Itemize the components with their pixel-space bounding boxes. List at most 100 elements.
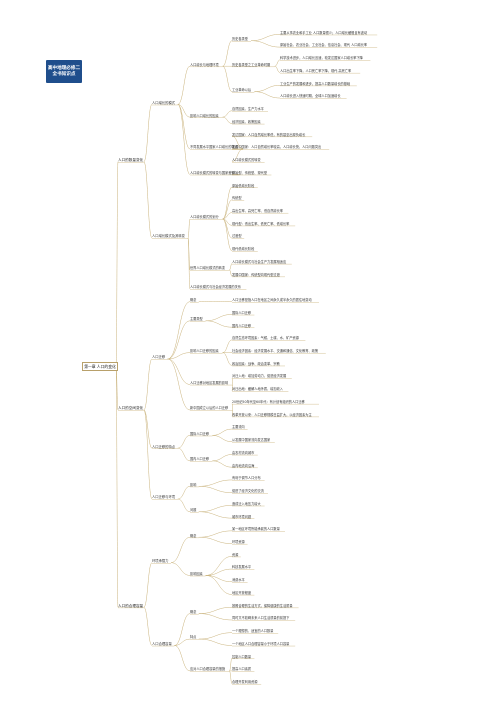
detail-node[interactable]: 概念 <box>190 533 197 538</box>
detail-node[interactable]: 概念 <box>190 610 197 614</box>
section-node[interactable]: 人口的空间变化 <box>118 406 144 411</box>
detail-node[interactable]: 经济因素、政策因素 <box>232 119 261 124</box>
detail-node[interactable]: 应对人口合理容量的措施 <box>190 667 226 672</box>
connector-line <box>177 498 191 513</box>
detail-node[interactable]: 城市环境问题 <box>232 514 252 519</box>
detail-node[interactable]: 合理开发利用资源 <box>232 680 258 685</box>
detail-node[interactable]: 原始型、传统型、现代型 <box>232 170 268 175</box>
connector-line <box>115 161 119 366</box>
detail-node[interactable]: 影响因素 <box>190 571 203 576</box>
detail-node[interactable]: 发达国家：人口自然增长率低，有的甚至出现负增长 <box>232 132 306 137</box>
detail-node[interactable]: 人口增长进入快速时期，全球人口加速增长 <box>280 94 341 99</box>
detail-node[interactable]: 传统型 <box>232 196 242 201</box>
detail-node[interactable]: 人口增长模式与社会生产力发展相适应 <box>232 259 287 264</box>
detail-node[interactable]: 发展中国家：传统型向现代型过渡 <box>232 272 280 277</box>
detail-node[interactable]: 政治因素：战争、政治变革、宗教 <box>232 361 280 366</box>
topic-node[interactable]: 人口迁移的特点 <box>152 444 176 449</box>
detail-node[interactable]: 社会经济因素：经济发展水平、交通和通信、文化教育、政策 <box>232 349 319 354</box>
detail-node[interactable]: 工业革命以后 <box>232 88 252 93</box>
detail-node[interactable]: 过渡型 <box>232 234 242 239</box>
detail-node[interactable]: 国际人口迁移 <box>190 431 210 436</box>
detail-node[interactable]: 从发展中国家流向发达国家 <box>232 438 271 443</box>
detail-node[interactable]: 人口增长与地理环境 <box>190 62 219 67</box>
detail-node[interactable]: 人口迁移是指人口在地区之间永久或半永久的居住地变动 <box>232 298 312 303</box>
detail-node[interactable]: 对迁入地：增加劳动力，促进经济发展 <box>232 374 287 379</box>
detail-node[interactable]: 工业生产的发展和进步，提高人口数量增长的基础 <box>280 81 351 86</box>
topic-node[interactable]: 人口迁移与环境 <box>152 495 176 500</box>
detail-node[interactable]: 国内人口迁移 <box>190 457 210 462</box>
detail-node[interactable]: 人口增长模式的划分 <box>190 215 219 220</box>
detail-node[interactable]: 人口增长模式的转变与国家差别 <box>190 170 235 175</box>
detail-node[interactable]: 同时又不妨碍未来人口生活质量的前提下 <box>232 616 290 621</box>
detail-node[interactable]: 造成迁入地压力增大 <box>232 501 261 506</box>
topic-node[interactable]: 人口合理容量 <box>152 641 172 646</box>
detail-node[interactable]: 主要从事农业和手工业 人口数量很少；人口增长缓慢且有波动 <box>280 30 368 35</box>
connector-line <box>222 218 233 252</box>
detail-node[interactable]: 20世纪50年代至60年代：有计划有组织的人口迁移 <box>232 399 305 404</box>
topic-node[interactable]: 环境承载力 <box>152 559 169 564</box>
detail-node[interactable]: 现代低增长阶段 <box>232 247 255 252</box>
detail-node[interactable]: 提高人口素质 <box>232 667 252 672</box>
connector-line <box>222 339 233 353</box>
detail-node[interactable]: 世界人口增长模式的转变 <box>190 266 226 271</box>
root-node[interactable]: 第一章 人口的变化 <box>82 362 118 371</box>
detail-node[interactable]: 发展中国家：人口自然增长率较高，人口增长快，人口问题突出 <box>232 145 322 150</box>
detail-node[interactable]: 控制人口数量 <box>232 654 252 659</box>
detail-node[interactable]: 资源 <box>232 552 239 557</box>
connector-line <box>167 358 191 385</box>
connector-line <box>222 212 233 220</box>
detail-node[interactable]: 环境资源 <box>232 539 245 544</box>
detail-node[interactable]: 由内地流向沿海 <box>232 463 255 468</box>
connector-line <box>177 447 191 462</box>
topic-node[interactable]: 人口增长的模式 <box>152 100 176 105</box>
detail-node[interactable]: 高出生率、高死亡率、低自然增长率 <box>232 208 283 213</box>
detail-node[interactable]: 人口迁移对地区发展的影响 <box>190 380 229 385</box>
detail-node[interactable]: 改革开放以来：人口迁移规模日益扩大，以经济因素为主 <box>232 412 312 417</box>
detail-node[interactable]: 消费水平 <box>232 578 245 583</box>
detail-node[interactable]: 影响人口迁移的因素 <box>190 349 219 354</box>
connector-line <box>222 186 233 220</box>
connector-line <box>174 645 191 672</box>
connector-line <box>250 34 281 41</box>
detail-node[interactable]: 主要流向 <box>232 425 245 430</box>
detail-node[interactable]: 对迁出地：缓解人地矛盾，增加收入 <box>232 387 283 392</box>
detail-node[interactable]: 原始低增长阶段 <box>232 183 255 188</box>
detail-node[interactable]: 主要类型 <box>190 317 203 322</box>
detail-node[interactable]: 现代型：低出生率、低死亡率、低增长率 <box>232 221 290 226</box>
detail-node[interactable]: 按照合理的生活方式，保障健康的生活质量 <box>232 603 293 608</box>
detail-node[interactable]: 人口出生率下降，人口死亡率下降，现代 高死亡率 <box>280 68 352 73</box>
detail-node[interactable]: 人口增长模式与社会经济发展的关系 <box>190 285 241 290</box>
detail-node[interactable]: 科学技术进步，人口增长迅速，较发达国家人口增长率下降 <box>280 56 363 61</box>
detail-node[interactable]: 新中国成立以后的人口迁移 <box>190 406 229 411</box>
detail-node[interactable]: 某一地区环境所能承载的人口数量 <box>232 527 280 532</box>
section-node[interactable]: 人口的数量变化 <box>118 158 144 163</box>
connector-line <box>198 479 233 487</box>
topic-node[interactable]: 人口迁移 <box>152 355 166 360</box>
detail-node[interactable]: 自然生态环境因素：气候、土壤、水、矿产资源 <box>232 336 299 341</box>
detail-node[interactable]: 影响 <box>190 482 197 487</box>
detail-node[interactable]: 概念 <box>190 298 197 303</box>
detail-node[interactable]: 科技发展水平 <box>232 565 252 570</box>
detail-node[interactable]: 促进了经济文化的交流 <box>232 489 264 494</box>
detail-node[interactable]: 影响人口增长的因素 <box>190 113 219 118</box>
topic-node[interactable]: 人口增长模式及其转变 <box>152 234 185 239</box>
connector-line <box>231 409 234 417</box>
connector-line <box>205 575 233 583</box>
detail-node[interactable]: 原始社会、农业社会、工业社会、信息社会、现代 人口增长率 <box>280 43 368 48</box>
detail-node[interactable]: 历史各类型之工业革命时期 <box>232 62 271 67</box>
detail-node[interactable]: 由农村流向城市 <box>232 450 255 455</box>
connector-line <box>250 40 281 48</box>
detail-node[interactable]: 不同发展水平国家人口增长的特点 <box>190 145 238 150</box>
detail-node[interactable]: 有利于调节人口分布 <box>232 476 261 481</box>
detail-node[interactable]: 自然因素、生产力水平 <box>232 107 264 112</box>
detail-node[interactable]: 历史各类型 <box>232 37 248 42</box>
detail-node[interactable]: 一个理想的、适宜的人口数量 <box>232 629 274 634</box>
detail-node[interactable]: 国际人口迁移 <box>232 310 252 315</box>
section-node[interactable]: 人口的合理容量 <box>118 603 144 608</box>
detail-node[interactable]: 特点 <box>190 635 197 640</box>
detail-node[interactable]: 一个地区人口合理容量小于环境人口容量 <box>232 641 290 646</box>
detail-node[interactable]: 人口增长模式的转变 <box>232 158 261 163</box>
detail-node[interactable]: 国内人口迁移 <box>232 323 252 328</box>
detail-node[interactable]: 问题 <box>190 508 197 513</box>
detail-node[interactable]: 地区开放程度 <box>232 590 252 595</box>
